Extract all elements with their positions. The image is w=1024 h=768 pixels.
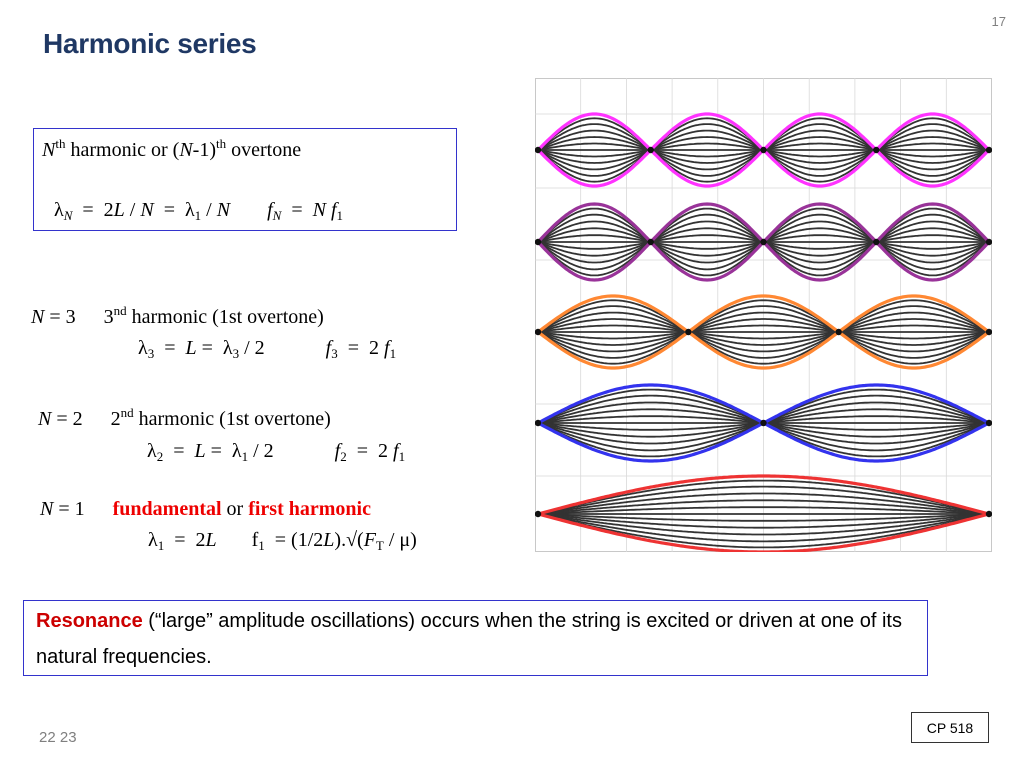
- mode-3-inner-curve: [537, 318, 990, 346]
- nth-harmonic-line: Nth harmonic or (N-1)th overtone: [42, 136, 302, 161]
- mode-3-envelope: [537, 294, 990, 370]
- mode-5-inner-curve: [537, 513, 990, 529]
- mode-3-inner-curve: [537, 324, 990, 340]
- mode-3-inner-curve: [537, 311, 990, 353]
- mode-3-node: [535, 328, 542, 336]
- mode-3-inner-curve: [537, 305, 990, 359]
- mode-4-node: [760, 419, 767, 427]
- mode-5-inner-curve: [537, 506, 990, 515]
- mode-3-inner-curve: [537, 305, 990, 359]
- mode-3-envelope: [537, 294, 990, 370]
- resonance-box: Resonance (“large” amplitude oscillation…: [23, 600, 928, 676]
- mode-5-inner-curve: [537, 513, 990, 536]
- mode-2-node: [535, 238, 542, 246]
- mode-5-envelope: [537, 512, 990, 552]
- resonance-keyword: Resonance: [36, 610, 143, 632]
- mode-1-node: [760, 146, 767, 154]
- page-title: Harmonic series: [43, 28, 257, 59]
- mode-2-node: [647, 238, 654, 246]
- mode-2-node: [760, 238, 767, 246]
- mode-1-node: [985, 146, 992, 154]
- mode-5-inner-curve: [537, 479, 990, 515]
- mode-5-inner-curve: [537, 492, 990, 515]
- n3-formula: λ3 = L = λ3 / 2 f3 = 2 f1: [138, 337, 397, 361]
- wavelength-frequency-formula: λN = 2L / N = λ1 / N fN = N f1: [54, 199, 343, 223]
- mode-3-inner-curve: [537, 299, 990, 365]
- mode-1-node: [647, 146, 654, 154]
- standing-wave-chart: [535, 78, 992, 552]
- mode-5-inner-curve: [537, 499, 990, 515]
- resonance-text: (“large” amplitude oscillations) occurs …: [36, 610, 902, 668]
- mode-2-node: [985, 238, 992, 246]
- n1-formula: λ1 = 2L f1 = (1/2L).√(FT / μ): [148, 529, 417, 553]
- mode-3-inner-curve: [537, 318, 990, 346]
- mode-5-inner-curve: [537, 485, 990, 515]
- first-harmonic-label: first harmonic: [248, 498, 371, 520]
- mode-5-node: [985, 510, 992, 518]
- mode-1-node: [535, 146, 542, 154]
- mode-5-inner-curve: [537, 513, 990, 549]
- slide-number: 17: [991, 14, 1006, 29]
- mode-3-node: [985, 328, 992, 336]
- mode-3-node: [835, 328, 842, 336]
- mode-3-inner-curve: [537, 324, 990, 340]
- mode-3-inner-curve: [537, 299, 990, 365]
- mode-5-inner-curve: [537, 513, 990, 522]
- fundamental-label: fundamental: [112, 498, 222, 520]
- n2-formula: λ2 = L = λ1 / 2 f2 = 2 f1: [147, 440, 406, 464]
- mode-3-inner-curve: [537, 311, 990, 353]
- mode-5-envelope: [537, 474, 990, 516]
- mode-5-inner-curve: [537, 513, 990, 543]
- mode-3-node: [685, 328, 692, 336]
- mode-4-node: [535, 419, 542, 427]
- mode-4-node: [985, 419, 992, 427]
- mode-1-node: [873, 146, 880, 154]
- mode-5-node: [535, 510, 542, 518]
- mode-2-node: [873, 238, 880, 246]
- general-formula-box: Nth harmonic or (N-1)th overtone λN = 2L…: [33, 128, 457, 231]
- footer-date: 22 23: [39, 729, 77, 746]
- course-code-badge: CP 518: [911, 712, 989, 743]
